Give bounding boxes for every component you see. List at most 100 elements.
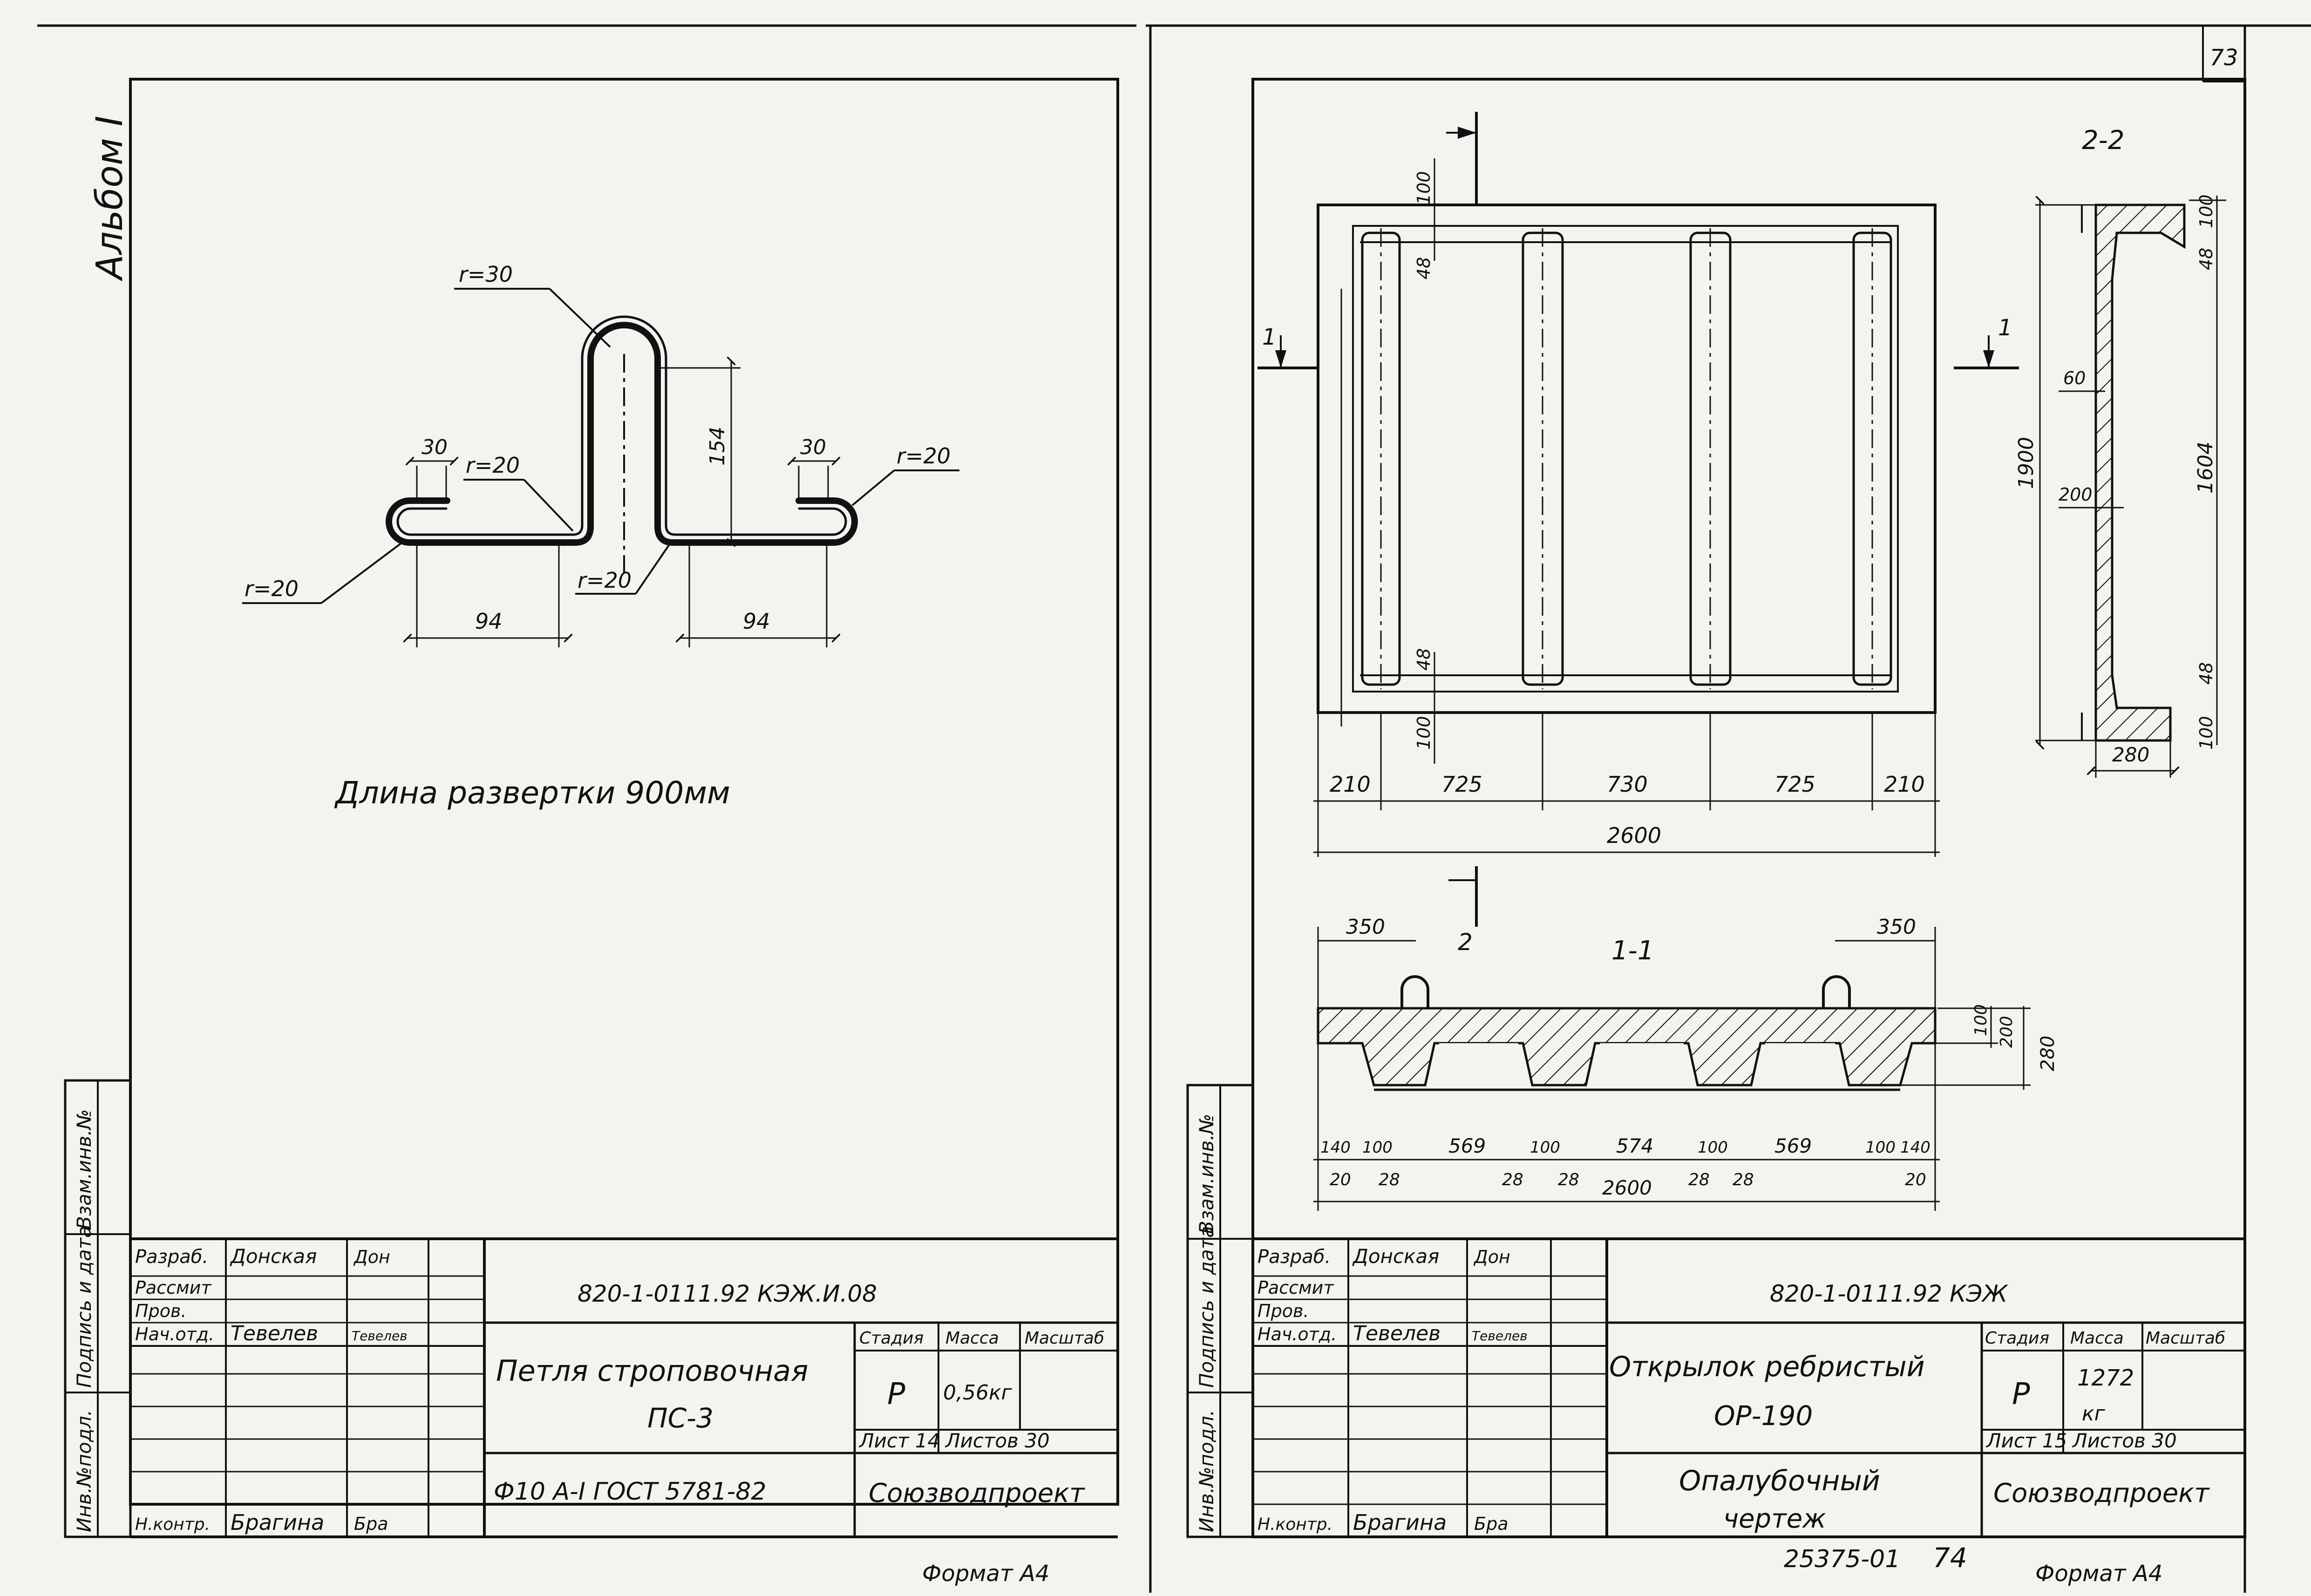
sheets-total: Листов 30 <box>945 1429 1050 1452</box>
signature-3: Бра <box>354 1514 388 1534</box>
r-side-label-podpis: Подпись и дата <box>1195 1226 1218 1388</box>
r-format-label: Формат А4 <box>2035 1561 2162 1587</box>
sec11-top-140-right: 140 <box>1900 1138 1930 1157</box>
archive-number: 25375-01 <box>1784 1545 1900 1573</box>
sec11-top-574: 574 <box>1616 1134 1653 1157</box>
dim-94-right: 94 <box>743 609 770 634</box>
unfold-length: Длина развертки 900мм <box>334 775 730 811</box>
plan-dim-100-top: 100 <box>1414 171 1434 205</box>
r-signature-3: Бра <box>1474 1514 1508 1534</box>
role-nach-otd: Нач.отд. <box>135 1324 214 1345</box>
r-doc-code: 820-1-0111.92 КЭЖ <box>1770 1280 2008 1307</box>
section-22-dim-1604: 1604 <box>2194 441 2217 494</box>
scale-header: Масштаб <box>1025 1329 1104 1348</box>
r-mass-value-2: кг <box>2082 1402 2106 1426</box>
section-22-dim-60: 60 <box>2063 368 2086 388</box>
side-label-podpis: Подпись и дата <box>73 1226 95 1388</box>
plan-overall-2600: 2600 <box>1607 823 1661 848</box>
stage-header: Стадия <box>859 1329 924 1348</box>
sec11-top-100-2: 100 <box>1530 1138 1560 1157</box>
r-sheets-total: Листов 30 <box>2072 1429 2177 1452</box>
r-signature-2: Тевелев <box>1472 1328 1528 1344</box>
section-1-right: 1 <box>1998 315 2012 341</box>
panel-plan-view: 1 1 100 48 48 100 210 725 730 725 210 <box>1257 112 2019 857</box>
plan-dim-210-left: 210 <box>1330 772 1371 797</box>
r-left-inner-label: r=20 <box>466 453 520 478</box>
left-title-block: Разраб. Рассмит Пров. Нач.отд. Н.контр. … <box>130 1237 1118 1538</box>
section-22-dim-280: 280 <box>2112 743 2149 766</box>
r-organization: Союзводпроект <box>1993 1478 2210 1508</box>
plan-dim-210-right: 210 <box>1884 772 1925 797</box>
material: Ф10 А-I ГОСТ 5781-82 <box>494 1478 766 1506</box>
right-title-block: Разраб. Рассмит Пров. Нач.отд. Н.контр. … <box>1253 1237 2245 1538</box>
r-role-prov: Пров. <box>1257 1301 1309 1321</box>
title-line2: ПС-3 <box>647 1402 714 1434</box>
dim-30-right: 30 <box>800 435 826 459</box>
sec11-dim-350-left: 350 <box>1346 915 1385 939</box>
role-razrab: Разраб. <box>135 1246 208 1268</box>
section-22-dim-48-top: 48 <box>2196 248 2216 270</box>
top-right-number: 73 <box>2209 45 2238 71</box>
section-22-dim-100-top: 100 <box>2196 194 2216 228</box>
r-role-rassmit: Рассмит <box>1257 1277 1334 1298</box>
r-stage-value: Р <box>2012 1377 2030 1412</box>
section-2-2-label: 2-2 <box>2082 125 2124 156</box>
r-signature-1: Дон <box>1473 1247 1510 1267</box>
side-label-vzam: Взам.инв.№ <box>73 1109 95 1229</box>
left-drawing-frame <box>129 78 1119 1506</box>
doc-code: 820-1-0111.92 КЭЖ.И.08 <box>578 1280 877 1307</box>
name-tevelev: Тевелев <box>231 1322 318 1345</box>
r-left-outer-label: r=20 <box>245 576 299 601</box>
r-title-line2: ОР-190 <box>1714 1400 1813 1432</box>
sec11-dim-200: 200 <box>1997 1016 2016 1048</box>
r-title-line1: Открылок ребристый <box>1609 1351 1925 1383</box>
left-sheet: Альбом I Взам.инв.№ Подпись и дата Инв.№… <box>64 78 1119 1587</box>
r-mass-header: Масса <box>2070 1329 2124 1348</box>
r-name-bragina: Брагина <box>1353 1510 1447 1535</box>
plan-dim-725-right: 725 <box>1774 772 1815 797</box>
section-2-2: 2-2 1900 60 200 100 48 1604 48 100 280 <box>2014 125 2226 778</box>
cut-2-label: 2 <box>1458 929 1473 956</box>
role-rassmit: Рассмит <box>135 1277 212 1298</box>
loop-drawing <box>386 315 858 573</box>
sec11-top-100-3: 100 <box>1698 1138 1728 1157</box>
r-sheet-number: Лист 15 <box>1985 1429 2067 1452</box>
r-scale-header: Масштаб <box>2146 1329 2225 1348</box>
r-subtitle-line2: чертеж <box>1723 1504 1826 1534</box>
name-donskaya: Донская <box>230 1245 317 1268</box>
r-subtitle-line1: Опалубочный <box>1679 1465 1880 1497</box>
name-bragina: Брагина <box>231 1510 324 1535</box>
dim-154: 154 <box>706 427 729 466</box>
r-side-label-vzam: Взам.инв.№ <box>1195 1114 1218 1234</box>
r-mass-value-1: 1272 <box>2077 1365 2134 1391</box>
sec11-dim-280: 280 <box>2037 1036 2059 1071</box>
r-right-outer-label: r=20 <box>897 443 951 469</box>
role-n-kontr: Н.контр. <box>135 1515 210 1534</box>
top-right-number-box: 73 <box>2202 26 2245 82</box>
album-label: Альбом I <box>89 115 131 282</box>
sec11-bot-28-4: 28 <box>1688 1170 1710 1189</box>
r-name-donskaya: Донская <box>1352 1245 1439 1268</box>
r-side-label-inv: Инв.№подл. <box>1195 1410 1218 1532</box>
r-role-nach-otd: Нач.отд. <box>1257 1324 1337 1345</box>
plan-dim-48-top: 48 <box>1414 257 1434 279</box>
sec11-top-100-4: 100 <box>1865 1138 1896 1157</box>
sec11-bot-28-5: 28 <box>1733 1170 1754 1189</box>
sec11-bot-20-left: 20 <box>1330 1170 1351 1189</box>
organization: Союзводпроект <box>869 1478 1085 1508</box>
r-role-n-kontr: Н.контр. <box>1257 1515 1332 1534</box>
r-top-label: r=30 <box>459 262 513 287</box>
sec11-bot-28-3: 28 <box>1558 1170 1579 1189</box>
dim-30-left: 30 <box>421 435 448 459</box>
dim-94-left: 94 <box>475 609 503 634</box>
sec11-top-140-left: 140 <box>1320 1138 1351 1157</box>
right-side-stamp: Взам.инв.№ Подпись и дата Инв.№подл. <box>1186 1084 1254 1538</box>
left-side-stamp: Взам.инв.№ Подпись и дата Инв.№подл. <box>64 1079 132 1538</box>
signature-1: Дон <box>353 1247 390 1267</box>
sec11-top-569-left: 569 <box>1448 1134 1486 1157</box>
r-name-tevelev: Тевелев <box>1353 1322 1441 1345</box>
signature-2: Тевелев <box>352 1328 408 1344</box>
right-sheet: Взам.инв.№ Подпись и дата Инв.№подл. <box>1186 78 2246 1587</box>
title-line1: Петля строповочная <box>496 1354 808 1388</box>
